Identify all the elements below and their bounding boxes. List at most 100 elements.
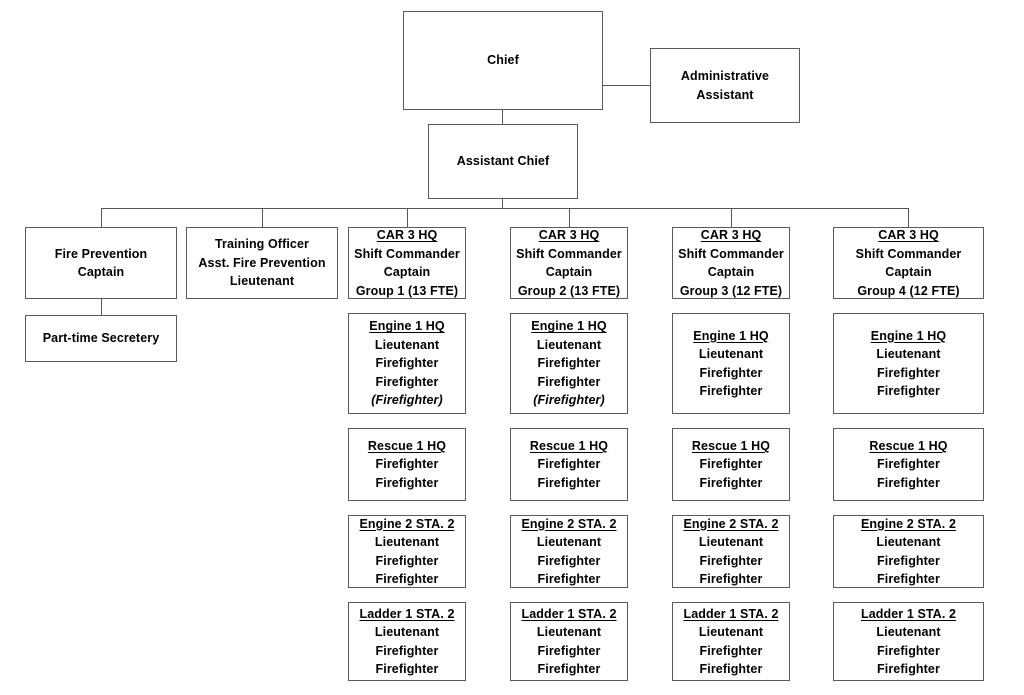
node-group-2-engine-1-hq-line-1: Firefighter bbox=[537, 356, 601, 371]
node-group-3-rescue-1-hq-head: Rescue 1 HQ bbox=[691, 438, 771, 453]
node-training-officer-line-1: Asst. Fire Prevention bbox=[198, 255, 326, 270]
node-group-4-engine-1-hq-line-1: Firefighter bbox=[877, 365, 940, 380]
node-group-2-engine-2-sta-2[interactable]: Engine 2 STA. 2 Lieutenant Firefighter F… bbox=[510, 515, 628, 588]
node-group-1-rescue-1-hq-line-0: Firefighter bbox=[375, 457, 439, 472]
node-group-2-command-head: CAR 3 HQ bbox=[538, 228, 600, 242]
node-group-1-rescue-1-hq-head: Rescue 1 HQ bbox=[367, 438, 447, 453]
node-part-time-secretary-line-0: Part-time Secretery bbox=[42, 331, 160, 346]
node-group-2-rescue-1-hq-line-0: Firefighter bbox=[537, 457, 601, 472]
node-fire-prevention[interactable]: Fire Prevention Captain bbox=[25, 227, 177, 299]
connector-bus-to-group-2 bbox=[569, 208, 571, 227]
node-group-4-rescue-1-hq-head: Rescue 1 HQ bbox=[869, 438, 948, 453]
node-group-2-command[interactable]: CAR 3 HQ Shift Commander Captain Group 2… bbox=[510, 227, 628, 299]
connector-bus-to-training-officer bbox=[262, 208, 264, 227]
node-assistant-chief[interactable]: Assistant Chief bbox=[428, 124, 578, 199]
node-group-4-command[interactable]: CAR 3 HQ Shift Commander Captain Group 4… bbox=[833, 227, 984, 299]
node-group-2-engine-2-sta-2-line-2: Firefighter bbox=[537, 572, 601, 586]
node-fire-prevention-line-1: Captain bbox=[77, 265, 125, 279]
node-group-3-command-line-2: Group 3 (12 FTE) bbox=[679, 283, 783, 298]
node-group-3-engine-2-sta-2-line-0: Lieutenant bbox=[698, 535, 764, 549]
node-group-2-ladder-1-sta-2-head: Ladder 1 STA. 2 bbox=[521, 606, 617, 621]
node-group-3-engine-2-sta-2-line-1: Firefighter bbox=[699, 553, 763, 568]
node-group-1-command[interactable]: CAR 3 HQ Shift Commander Captain Group 1… bbox=[348, 227, 466, 299]
node-group-3-rescue-1-hq[interactable]: Rescue 1 HQ Firefighter Firefighter bbox=[672, 428, 790, 501]
node-group-2-rescue-1-hq-head: Rescue 1 HQ bbox=[529, 438, 609, 453]
node-group-3-command-head: CAR 3 HQ bbox=[700, 228, 762, 242]
connector-bus-to-group-3 bbox=[731, 208, 733, 227]
node-group-2-command-line-2: Group 2 (13 FTE) bbox=[517, 283, 621, 298]
connector-chief-to-assistant-chief bbox=[502, 110, 504, 124]
node-group-3-ladder-1-sta-2-line-0: Lieutenant bbox=[698, 625, 764, 639]
node-group-4-engine-1-hq[interactable]: Engine 1 HQ Lieutenant Firefighter Firef… bbox=[833, 313, 984, 414]
node-group-1-engine-2-sta-2-line-2: Firefighter bbox=[375, 572, 439, 586]
node-group-3-engine-2-sta-2-head: Engine 2 STA. 2 bbox=[683, 516, 779, 531]
node-group-1-engine-1-hq[interactable]: Engine 1 HQ Lieutenant Firefighter Firef… bbox=[348, 313, 466, 414]
node-group-3-rescue-1-hq-line-0: Firefighter bbox=[699, 457, 763, 472]
node-group-1-engine-1-hq-line-0: Lieutenant bbox=[374, 337, 440, 352]
node-group-4-rescue-1-hq-line-1: Firefighter bbox=[877, 475, 940, 490]
node-chief[interactable]: Chief bbox=[403, 11, 603, 110]
node-group-1-engine-1-hq-line-2: Firefighter bbox=[375, 374, 439, 389]
node-group-1-command-line-1: Captain bbox=[383, 265, 431, 279]
node-group-3-engine-1-hq-line-0: Lieutenant bbox=[698, 347, 764, 361]
node-group-1-rescue-1-hq-line-1: Firefighter bbox=[375, 475, 439, 490]
node-group-4-command-line-1: Captain bbox=[885, 265, 932, 279]
node-group-2-engine-2-sta-2-line-1: Firefighter bbox=[537, 553, 601, 568]
node-group-1-engine-2-sta-2[interactable]: Engine 2 STA. 2 Lieutenant Firefighter F… bbox=[348, 515, 466, 588]
node-group-2-engine-2-sta-2-head: Engine 2 STA. 2 bbox=[521, 516, 617, 531]
node-group-4-engine-1-hq-line-0: Lieutenant bbox=[876, 347, 941, 361]
node-group-3-rescue-1-hq-line-1: Firefighter bbox=[699, 475, 763, 490]
node-group-2-ladder-1-sta-2[interactable]: Ladder 1 STA. 2 Lieutenant Firefighter F… bbox=[510, 602, 628, 681]
node-group-3-ladder-1-sta-2[interactable]: Ladder 1 STA. 2 Lieutenant Firefighter F… bbox=[672, 602, 790, 681]
node-group-4-command-line-0: Shift Commander bbox=[855, 246, 962, 261]
node-assistant-chief-line-0: Assistant Chief bbox=[456, 154, 550, 169]
node-group-1-command-line-0: Shift Commander bbox=[354, 246, 460, 261]
connector-chief-to-admin bbox=[603, 85, 650, 87]
node-fire-prevention-line-0: Fire Prevention bbox=[54, 246, 148, 261]
node-group-4-rescue-1-hq[interactable]: Rescue 1 HQ Firefighter Firefighter bbox=[833, 428, 984, 501]
node-group-2-engine-1-hq[interactable]: Engine 1 HQ Lieutenant Firefighter Firef… bbox=[510, 313, 628, 414]
node-group-3-command[interactable]: CAR 3 HQ Shift Commander Captain Group 3… bbox=[672, 227, 790, 299]
node-group-1-engine-2-sta-2-line-0: Lieutenant bbox=[374, 535, 440, 549]
node-group-1-ladder-1-sta-2-line-1: Firefighter bbox=[375, 643, 439, 658]
node-group-3-ladder-1-sta-2-head: Ladder 1 STA. 2 bbox=[683, 606, 779, 621]
node-group-2-engine-1-hq-italic-0: (Firefighter) bbox=[533, 393, 605, 408]
node-group-3-engine-2-sta-2[interactable]: Engine 2 STA. 2 Lieutenant Firefighter F… bbox=[672, 515, 790, 588]
node-group-4-rescue-1-hq-line-0: Firefighter bbox=[877, 457, 940, 472]
node-group-1-ladder-1-sta-2[interactable]: Ladder 1 STA. 2 Lieutenant Firefighter F… bbox=[348, 602, 466, 681]
node-group-3-engine-1-hq-line-1: Firefighter bbox=[699, 365, 763, 380]
node-group-4-ladder-1-sta-2-line-1: Firefighter bbox=[877, 643, 940, 658]
node-group-4-command-line-2: Group 4 (12 FTE) bbox=[857, 283, 960, 298]
node-group-4-engine-2-sta-2[interactable]: Engine 2 STA. 2 Lieutenant Firefighter F… bbox=[833, 515, 984, 588]
node-group-4-engine-1-hq-line-2: Firefighter bbox=[877, 384, 940, 398]
node-group-4-engine-2-sta-2-head: Engine 2 STA. 2 bbox=[860, 516, 957, 531]
node-group-4-engine-2-sta-2-line-0: Lieutenant bbox=[876, 535, 941, 549]
node-group-3-engine-1-hq-line-2: Firefighter bbox=[699, 384, 763, 398]
node-group-3-ladder-1-sta-2-line-1: Firefighter bbox=[699, 643, 763, 658]
node-group-1-ladder-1-sta-2-line-2: Firefighter bbox=[375, 662, 439, 676]
node-group-2-engine-1-hq-line-2: Firefighter bbox=[537, 374, 601, 389]
node-group-4-ladder-1-sta-2-line-2: Firefighter bbox=[877, 662, 940, 676]
node-administrative-assistant[interactable]: Administrative Assistant bbox=[650, 48, 800, 123]
node-group-2-rescue-1-hq[interactable]: Rescue 1 HQ Firefighter Firefighter bbox=[510, 428, 628, 501]
node-group-4-ladder-1-sta-2[interactable]: Ladder 1 STA. 2 Lieutenant Firefighter F… bbox=[833, 602, 984, 681]
node-administrative-assistant-line-1: Assistant bbox=[696, 87, 754, 102]
node-group-3-engine-1-hq[interactable]: Engine 1 HQ Lieutenant Firefighter Firef… bbox=[672, 313, 790, 414]
node-group-3-ladder-1-sta-2-line-2: Firefighter bbox=[699, 662, 763, 676]
node-group-4-engine-2-sta-2-line-1: Firefighter bbox=[877, 553, 940, 568]
node-group-1-rescue-1-hq[interactable]: Rescue 1 HQ Firefighter Firefighter bbox=[348, 428, 466, 501]
node-group-2-command-line-0: Shift Commander bbox=[516, 246, 622, 261]
node-training-officer[interactable]: Training Officer Asst. Fire Prevention L… bbox=[186, 227, 338, 299]
node-group-3-engine-1-hq-head: Engine 1 HQ bbox=[693, 328, 769, 343]
node-administrative-assistant-line-0: Administrative bbox=[680, 69, 770, 83]
node-group-1-engine-1-hq-head: Engine 1 HQ bbox=[369, 319, 445, 334]
node-group-2-ladder-1-sta-2-line-2: Firefighter bbox=[537, 662, 601, 676]
node-group-1-engine-2-sta-2-line-1: Firefighter bbox=[375, 553, 439, 568]
node-group-1-ladder-1-sta-2-line-0: Lieutenant bbox=[374, 625, 440, 639]
node-chief-line-0: Chief bbox=[487, 53, 519, 68]
node-group-3-command-line-1: Captain bbox=[707, 265, 755, 279]
node-group-4-ladder-1-sta-2-line-0: Lieutenant bbox=[876, 625, 941, 639]
connector-bus-to-fire-prevention bbox=[101, 208, 103, 227]
node-group-3-engine-2-sta-2-line-2: Firefighter bbox=[699, 572, 763, 586]
node-part-time-secretary[interactable]: Part-time Secretery bbox=[25, 315, 177, 362]
